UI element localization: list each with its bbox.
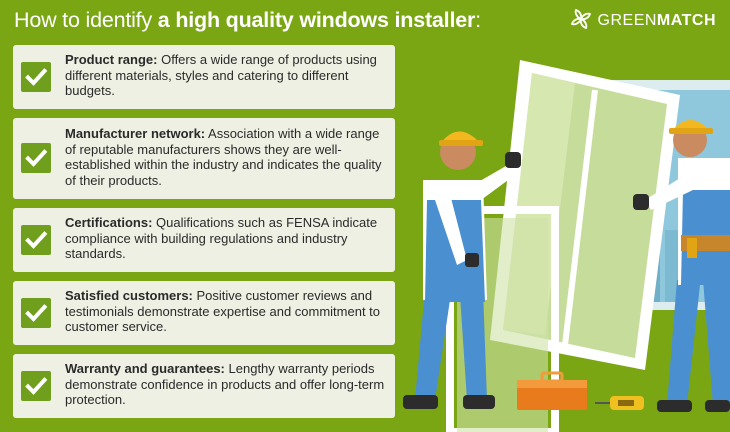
window-installers-illustration: [403, 60, 730, 432]
criteria-card-satisfied-customers: Satisfied customers: Positive customer r…: [13, 281, 395, 345]
card-text: Certifications: Qualifications such as F…: [65, 215, 387, 262]
drill: [595, 396, 644, 410]
card-title: Warranty and guarantees:: [65, 361, 225, 376]
card-title: Certifications:: [65, 215, 153, 230]
card-description: Association with a wide range of reputab…: [65, 126, 382, 188]
worker-left: [403, 131, 521, 409]
card-title: Product range:: [65, 52, 158, 67]
card-text: Satisfied customers: Positive customer r…: [65, 288, 387, 335]
card-description: Positive customer reviews and testimonia…: [65, 288, 381, 334]
criteria-card-certifications: Certifications: Qualifications such as F…: [13, 208, 395, 272]
page-title: How to identify a high quality windows i…: [14, 8, 481, 33]
worker-right: [633, 120, 730, 412]
title-bold: a high quality windows installer: [157, 8, 476, 32]
card-text: Manufacturer network: Association with a…: [65, 126, 387, 188]
criteria-card-product-range: Product range: Offers a wide range of pr…: [13, 45, 395, 109]
logo-green: GREEN: [597, 12, 657, 29]
criteria-card-manufacturer-network: Manufacturer network: Association with a…: [13, 118, 395, 199]
card-title: Manufacturer network:: [65, 126, 206, 141]
toolbox: [517, 371, 587, 410]
logo-match: MATCH: [656, 12, 716, 29]
checkbox-icon: [21, 225, 51, 255]
card-text: Product range: Offers a wide range of pr…: [65, 52, 387, 99]
card-description: Qualifications such as FENSA indicate co…: [65, 215, 378, 261]
greenmatch-logo: GREENMATCH: [570, 8, 716, 35]
card-description: Lengthy warranty periods demonstrate con…: [65, 361, 385, 407]
checkbox-icon: [21, 298, 51, 328]
card-description: Offers a wide range of products using di…: [65, 52, 377, 98]
checkbox-icon: [21, 371, 51, 401]
checkbox-icon: [21, 62, 51, 92]
criteria-card-warranty: Warranty and guarantees: Lengthy warrant…: [13, 354, 395, 418]
card-text: Warranty and guarantees: Lengthy warrant…: [65, 361, 387, 408]
title-lead: How to identify: [14, 8, 158, 32]
logo-wordmark: GREENMATCH: [598, 12, 716, 30]
checkbox-icon: [21, 143, 51, 173]
card-title: Satisfied customers:: [65, 288, 193, 303]
title-colon: :: [475, 8, 481, 32]
leaf-logo-icon: [570, 8, 592, 35]
